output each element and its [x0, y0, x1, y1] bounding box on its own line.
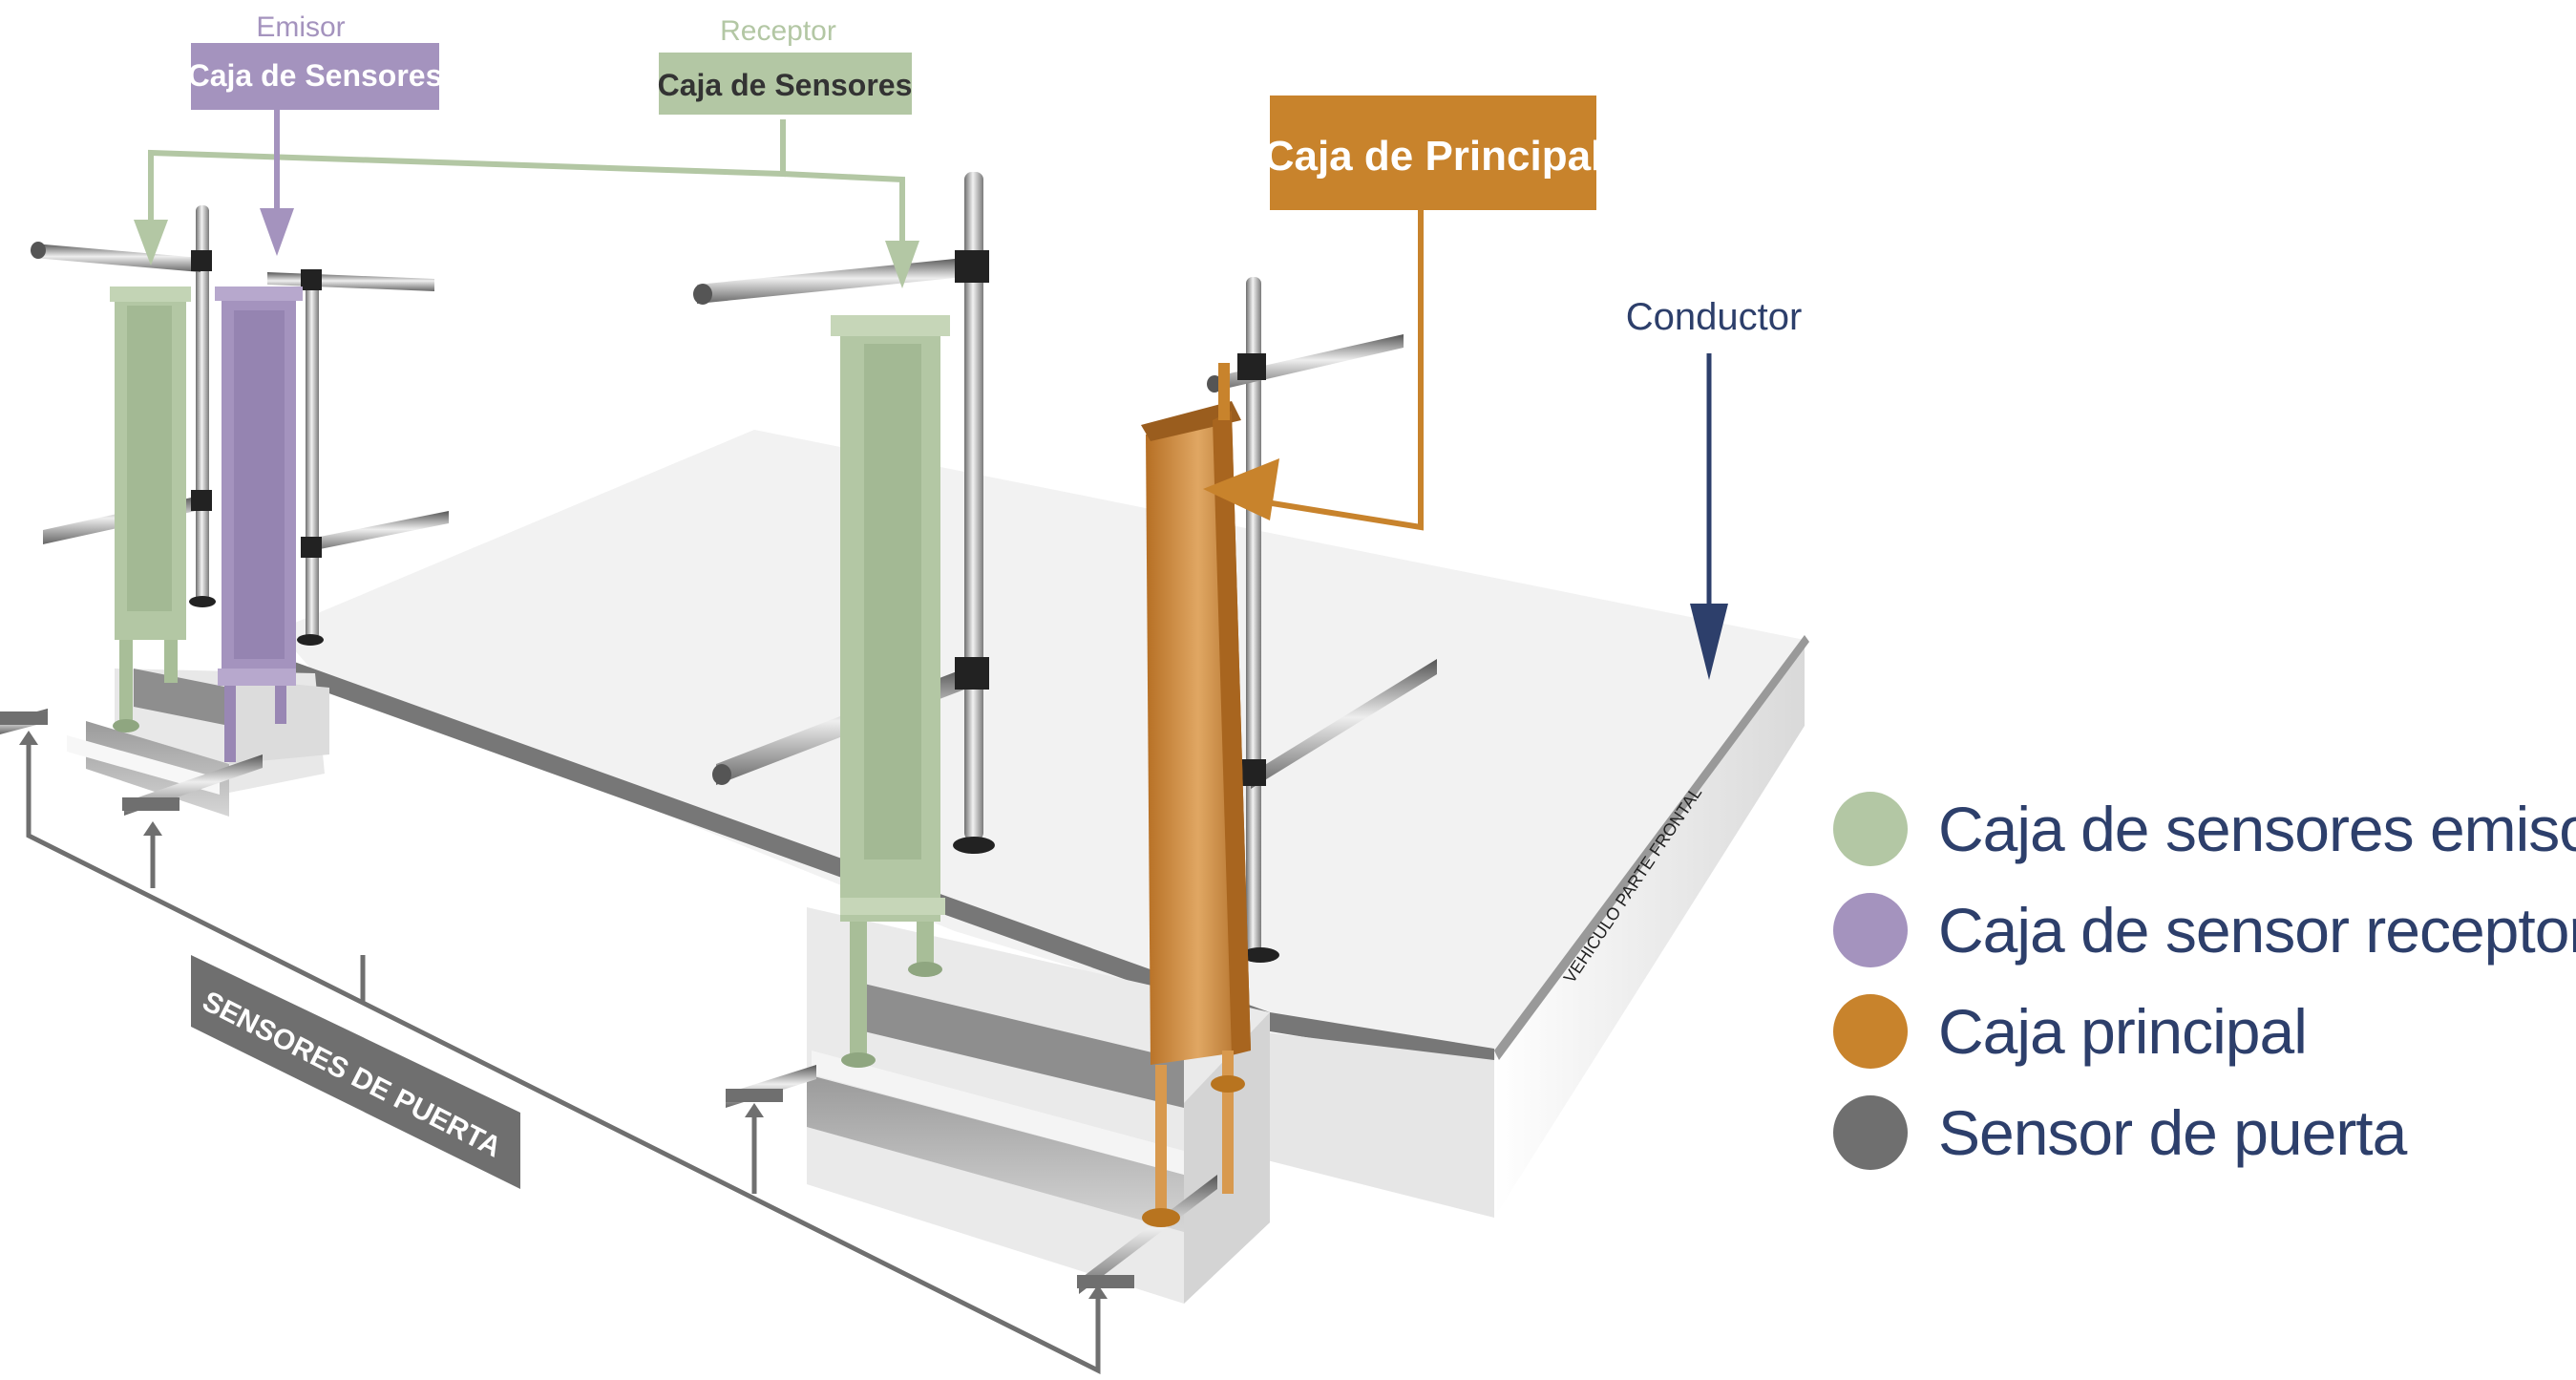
- legend-label-principal: Caja principal: [1938, 996, 2308, 1067]
- arrow-sensor-1: [19, 731, 38, 745]
- emitter-sensor-box-right: [831, 315, 950, 1068]
- arrow-sensor-3: [745, 1103, 764, 1117]
- main-box: [1141, 363, 1251, 1227]
- sensores-puerta-badge: SENSORES DE PUERTA: [191, 955, 520, 1189]
- receptor-connector: [148, 119, 905, 248]
- legend-label-emisor: Caja de sensores emisor: [1938, 794, 2576, 864]
- legend-dot-orange: [1833, 994, 1908, 1069]
- receptor-title: Receptor: [720, 15, 836, 47]
- legend-dot-gray: [1833, 1095, 1908, 1170]
- principal-connector: [1259, 205, 1424, 531]
- arrow-sensor-4: [1088, 1284, 1108, 1299]
- legend-dot-green: [1833, 792, 1908, 866]
- arrow-emitter-right: [885, 241, 919, 288]
- arrow-principal: [1203, 458, 1279, 520]
- receptor-box-label: Caja de Sensores: [658, 68, 913, 102]
- emisor-box-label: Caja de Sensores: [188, 58, 443, 93]
- emisor-box: [191, 43, 439, 110]
- receptor-box: [659, 53, 912, 115]
- legend-label-sensor-puerta: Sensor de puerta: [1938, 1097, 2407, 1168]
- door-steps-left: [67, 669, 329, 817]
- arrow-conductor: [1690, 604, 1728, 680]
- emitter-sensor-box-left: [110, 287, 191, 732]
- arrow-sensor-2: [143, 821, 162, 836]
- legend-label-receptor: Caja de sensor receptor: [1938, 895, 2576, 966]
- arrow-receptor: [260, 208, 294, 256]
- legend-dot-purple: [1833, 893, 1908, 967]
- sensores-puerta-label: SENSORES DE PUERTA: [198, 986, 506, 1164]
- receptor-sensor-box: [215, 287, 303, 762]
- legend-item-principal: Caja principal: [1833, 981, 2568, 1082]
- door-sensors: [0, 711, 1134, 1288]
- arrow-emitter-left: [134, 220, 168, 265]
- conductor-label: Conductor: [1626, 296, 1803, 338]
- legend-item-emisor: Caja de sensores emisor: [1833, 778, 2576, 880]
- emisor-title: Emisor: [256, 11, 345, 43]
- legend-item-sensor-puerta: Sensor de puerta: [1833, 1082, 2568, 1183]
- principal-box-label: Caja de Principal: [1264, 133, 1603, 180]
- legend-item-receptor: Caja de sensor receptor: [1833, 880, 2576, 981]
- principal-box: [1270, 96, 1596, 210]
- legend: Caja de sensores emisor Caja de sensor r…: [1833, 778, 2576, 1183]
